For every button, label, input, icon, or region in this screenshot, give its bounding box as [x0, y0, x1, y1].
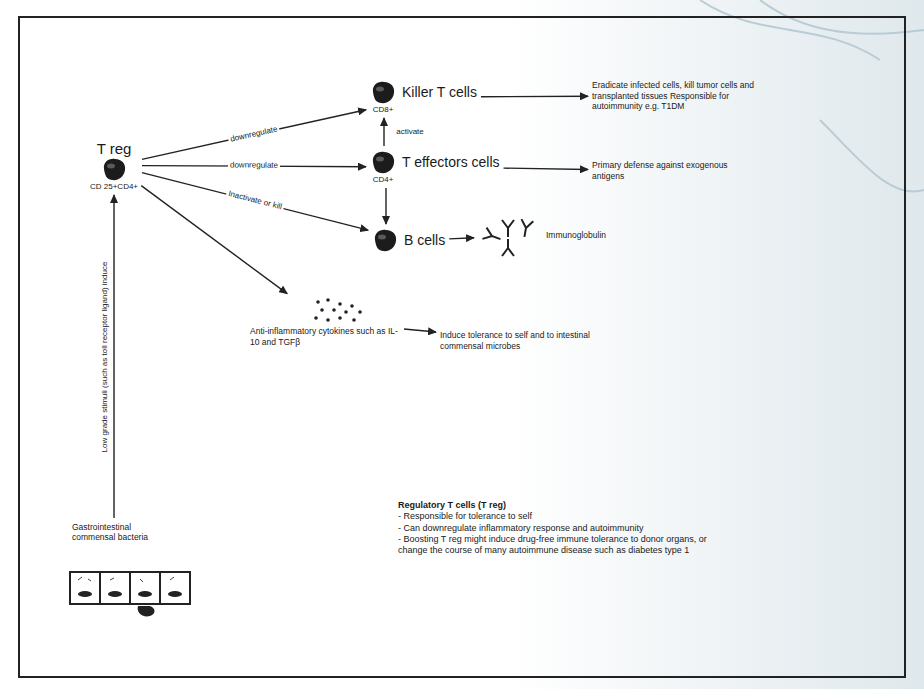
immunoglobulin-node: Immunoglobulin [478, 212, 606, 258]
arrow-connector [404, 329, 436, 332]
arrow-connector [113, 195, 114, 518]
cell-name: T reg [97, 140, 132, 157]
description-text: Primary defense against exogenous antige… [592, 160, 732, 181]
arrow-connector [383, 118, 384, 146]
cell-name: T effectors cells [402, 150, 500, 170]
faint-watermark [700, 0, 924, 192]
note-line: - Responsible for tolerance to self [398, 511, 738, 522]
antibody-icon [478, 212, 542, 258]
cell-name: B cells [404, 228, 445, 248]
description-text: Induce tolerance to self and to intestin… [440, 330, 615, 351]
node-text: Gastrointestinal commensal bacteria [72, 522, 172, 542]
node-text: Primary defense against exogenous antige… [592, 160, 732, 181]
note-line: - Boosting T reg might induce drug-free … [398, 534, 738, 557]
intestine-illustration [70, 572, 190, 616]
marker-label: CD4+ [373, 175, 394, 184]
edge-label: downregulate [228, 125, 281, 145]
node-text: Immunoglobulin [546, 230, 606, 240]
arrow-connector [385, 188, 386, 224]
cell-icon [101, 157, 127, 182]
arrow-connector [142, 110, 366, 160]
cell-name: Killer T cells [402, 80, 477, 100]
cell-node: CD8+ Killer T cells [370, 80, 477, 114]
frame [19, 17, 905, 677]
node-text: Anti-inflammatory cytokines such as IL-1… [250, 326, 400, 347]
node-text: Induce tolerance to self and to intestin… [440, 330, 615, 351]
cell-node: B cells [372, 228, 445, 253]
cell-icon [370, 150, 396, 175]
edge-label: Inactivate or kill [225, 190, 284, 213]
marker-label: CD 25+CD4+ [90, 182, 138, 191]
arrow-connector [142, 173, 368, 231]
bacteria-label: Gastrointestinal commensal bacteria [72, 522, 172, 542]
treg-cell: T reg CD 25+CD4+ [90, 140, 138, 191]
cell-node: CD4+ T effectors cells [370, 150, 500, 184]
cell-icon [372, 228, 398, 253]
description-text: Eradicate infected cells, kill tumor cel… [592, 80, 757, 112]
note-line: - Can downregulate inflammatory response… [398, 523, 738, 534]
cytokine-node: Anti-inflammatory cytokines such as IL-1… [250, 296, 400, 347]
cytokine-dots [310, 296, 370, 326]
cell-icon [370, 80, 396, 105]
arrow-connector [504, 168, 588, 169]
edge-label: Low grade stimuli (such as toll receptor… [101, 259, 110, 454]
arrow-connector [141, 186, 287, 294]
arrow-connector [449, 238, 474, 239]
arrow-connector [481, 96, 588, 98]
note-line: Regulatory T cells (T reg) [398, 500, 738, 511]
edge-label: activate [394, 128, 426, 137]
notes-block: Regulatory T cells (T reg)- Responsible … [398, 500, 738, 556]
marker-label: CD8+ [373, 105, 394, 114]
node-text: Eradicate infected cells, kill tumor cel… [592, 80, 757, 112]
edge-label: downregulate [228, 162, 280, 171]
